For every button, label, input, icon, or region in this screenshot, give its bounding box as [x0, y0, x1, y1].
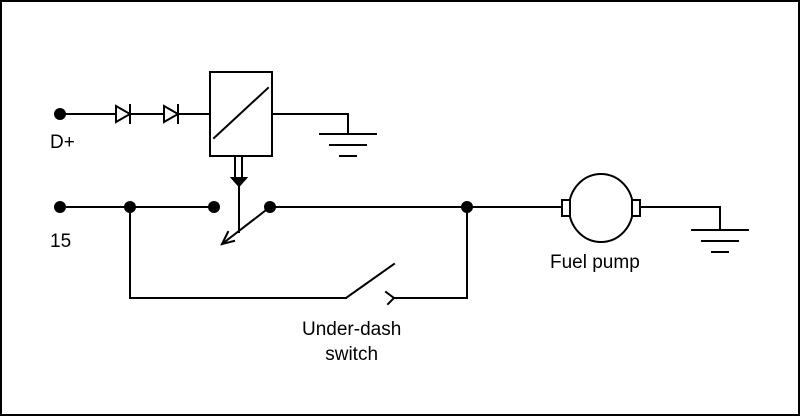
relay-coil-icon — [209, 71, 273, 157]
ground-icon-1 — [319, 133, 377, 157]
diode-icon-2 — [163, 104, 181, 124]
diode-icon-1 — [115, 104, 133, 124]
fuel-pump-label: Fuel pump — [550, 252, 640, 273]
relay-contact-fixed — [208, 201, 220, 213]
switch-icon — [344, 262, 396, 306]
switch-label-line1: Under-dash — [302, 319, 402, 340]
switch-label: Under-dash switch — [302, 318, 401, 367]
relay-switch-icon — [220, 201, 276, 246]
ground-icon-2 — [691, 229, 749, 253]
motor-icon — [561, 173, 641, 243]
dplus-label: D+ — [50, 132, 75, 153]
switch-label-line2: switch — [325, 343, 379, 365]
terminal15-label: 15 — [50, 231, 72, 252]
relay-actuator-icon — [229, 155, 249, 233]
